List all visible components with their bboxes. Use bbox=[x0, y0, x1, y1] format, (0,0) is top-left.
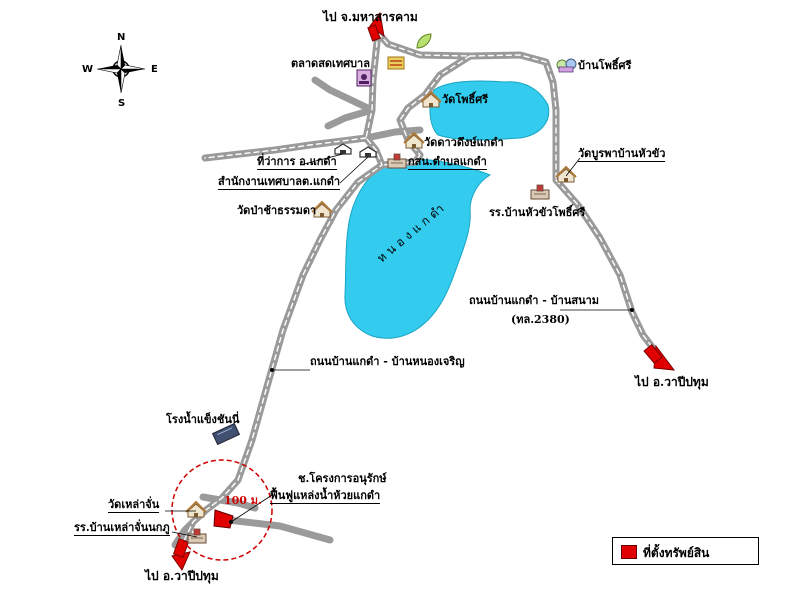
compass-west: W bbox=[82, 64, 94, 75]
compass-south: S bbox=[118, 98, 126, 109]
compass-icon bbox=[96, 44, 146, 94]
label-to-mahasarakham: ไป จ.มหาสารคาม bbox=[323, 10, 418, 24]
school-icon bbox=[387, 153, 407, 169]
label-project-line1: ช.โครงการอนุรักษ์ bbox=[298, 472, 387, 485]
lake-north bbox=[429, 80, 550, 141]
legend: ที่ตั้งทรัพย์สิน bbox=[612, 537, 759, 565]
label-road-code: (ทล.2380) bbox=[511, 313, 570, 326]
label-school-huakhua: รร.บ้านหัวขัวโพธิ์ศรี bbox=[489, 206, 586, 219]
label-municipal-office: สำนักงานเทศบาลต.แกดำ bbox=[218, 175, 341, 190]
label-distance: 100 ม. bbox=[224, 494, 262, 507]
label-ban-phochi-si: บ้านโพธิ์ศรี bbox=[578, 59, 632, 72]
label-wat-klang: วัดดาวดึงษ์แกดำ bbox=[424, 136, 504, 149]
label-to-wapi-right: ไป อ.วาปีปทุม bbox=[635, 375, 709, 389]
label-municipal-market: ตลาดสดเทศบาล bbox=[291, 57, 370, 70]
label-wat-phochi-si: วัดโพธิ์ศรี bbox=[442, 93, 489, 106]
label-project-line2: ฟื้นฟูแหล่งน้ำห้วยแกดำ bbox=[270, 489, 381, 504]
market-icon bbox=[356, 69, 372, 87]
village-icon bbox=[556, 58, 577, 73]
temple-icon bbox=[185, 501, 207, 518]
roads bbox=[171, 29, 666, 549]
office-icon bbox=[334, 143, 352, 155]
radius-circle bbox=[171, 459, 273, 561]
leader-lines bbox=[165, 153, 632, 538]
label-road-nongcharoen: ถนนบ้านแกดำ - บ้านหนองเจริญ bbox=[310, 355, 465, 368]
school-icon bbox=[530, 184, 550, 200]
flag-icon bbox=[387, 56, 405, 70]
leaf-icon bbox=[416, 33, 432, 49]
label-district-office: ที่ว่าการ อ.แกดำ bbox=[257, 155, 337, 170]
label-police: กสน.ตำบลแกดำ bbox=[408, 155, 487, 170]
factory-icon bbox=[211, 422, 241, 446]
label-wat-pa: วัดป่าช้าธรรมดา bbox=[237, 204, 317, 217]
label-school-laochan: รร.บ้านเหล่าจั่นนกภู bbox=[74, 521, 170, 536]
arrow-north-icon bbox=[367, 11, 385, 42]
lake-main bbox=[344, 158, 492, 339]
arrow-southeast-icon bbox=[643, 343, 676, 371]
label-wat-burapha: วัดบูรพาบ้านหัวขัว bbox=[578, 147, 666, 162]
label-wat-laochan: วัดเหล่าจั่น bbox=[108, 498, 160, 513]
compass-east: E bbox=[151, 64, 158, 75]
label-ice-factory: โรงน้ำแข็งชันนี่ bbox=[166, 413, 240, 426]
property-marker-icon bbox=[213, 509, 234, 529]
compass-north: N bbox=[117, 32, 126, 43]
legend-label: ที่ตั้งทรัพย์สิน bbox=[643, 546, 710, 560]
label-road-sanam: ถนนบ้านแกดำ - บ้านสนาม bbox=[469, 294, 600, 307]
legend-swatch bbox=[621, 545, 637, 559]
label-to-wapi-bottom: ไป อ.วาปีปทุม bbox=[145, 569, 219, 583]
